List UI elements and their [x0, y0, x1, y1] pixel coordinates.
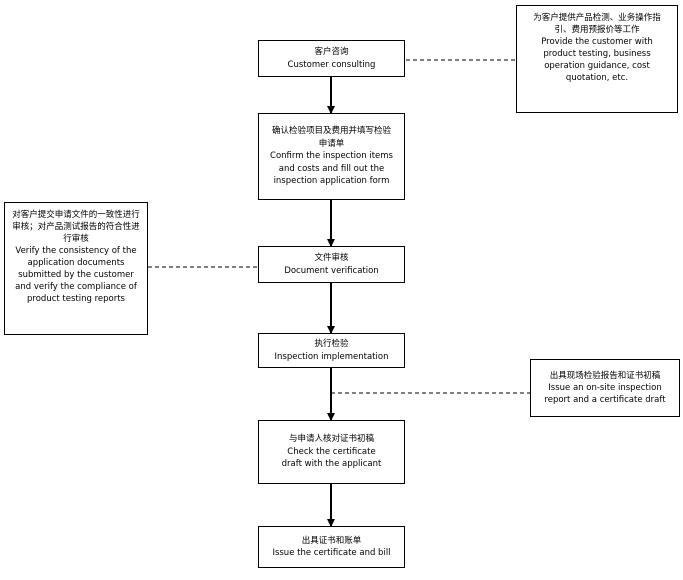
note-text-en: Issue an on-site inspection report and a… — [544, 383, 666, 405]
step-confirm-application: 确认检验项目及费用并填写检验申请单 Confirm the inspection… — [258, 113, 405, 200]
note-customer-service: 为客户提供产品检测、业务操作指引、费用预报价等工作 Provide the cu… — [516, 5, 678, 113]
step-inspection-implementation: 执行检验 Inspection implementation — [258, 333, 405, 368]
step-label-en: Check the certificate draft with the app… — [281, 446, 382, 470]
step-document-verification: 文件审核 Document verification — [258, 246, 405, 283]
step-label-en: Customer consulting — [287, 59, 376, 70]
step-label-zh: 与申请人核对证书初稿 — [288, 434, 374, 445]
step-label-en: Confirm the inspection items and costs a… — [270, 151, 393, 187]
note-text-zh: 出具现场检验报告和证书初稿 — [549, 371, 661, 381]
step-label-zh: 客户咨询 — [314, 47, 349, 57]
note-issue-report: 出具现场检验报告和证书初稿 Issue an on-site inspectio… — [530, 359, 680, 417]
note-text-en: Provide the customer with product testin… — [541, 37, 653, 83]
step-label-zh: 出具证书和账单 — [301, 535, 362, 546]
step-check-certificate-draft: 与申请人核对证书初稿 Check the certificate draft w… — [258, 420, 405, 484]
note-text-zh: 对客户提交申请文件的一致性进行审核；对产品测试报告的符合性进行审核 — [12, 210, 140, 244]
step-label-en: Issue the certificate and bill — [272, 548, 391, 558]
note-document-verification: 对客户提交申请文件的一致性进行审核；对产品测试报告的符合性进行审核 Verify… — [4, 202, 148, 335]
note-text-zh: 为客户提供产品检测、业务操作指引、费用预报价等工作 — [533, 13, 661, 35]
step-label-zh: 文件审核 — [314, 253, 349, 263]
step-label-en: Inspection implementation — [274, 351, 389, 362]
step-issue-certificate: 出具证书和账单 Issue the certificate and bill — [258, 526, 405, 568]
step-label-zh: 执行检验 — [314, 339, 349, 349]
step-customer-consulting: 客户咨询 Customer consulting — [258, 40, 405, 77]
note-text-en: Verify the consistency of the applicatio… — [15, 246, 137, 304]
step-label-en: Document verification — [284, 265, 379, 276]
step-label-zh: 确认检验项目及费用并填写检验申请单 — [271, 126, 391, 149]
